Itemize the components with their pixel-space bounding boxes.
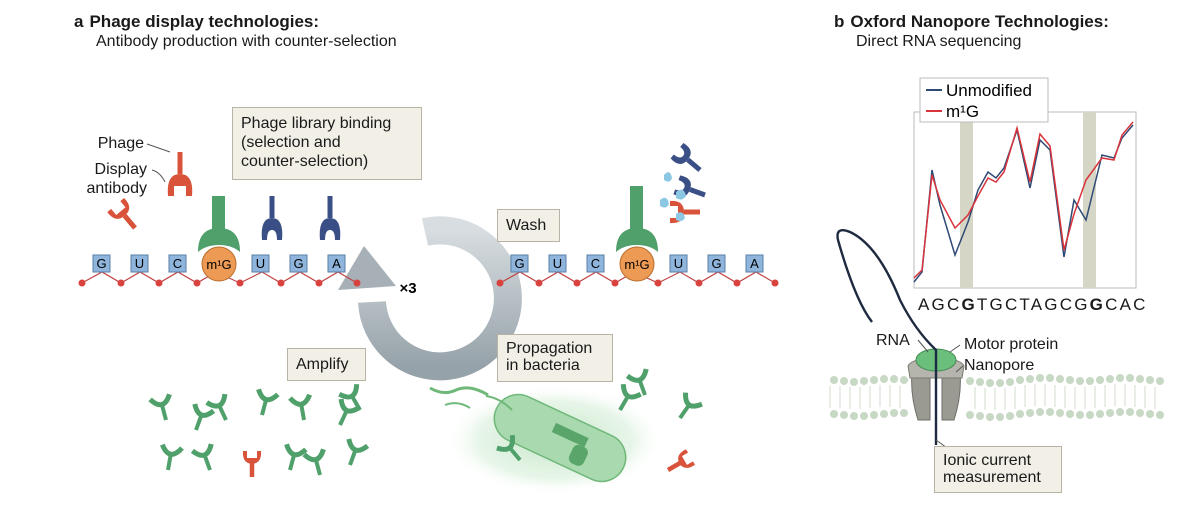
library-binding-line-3: counter-selection) xyxy=(241,153,369,170)
red-antibody-tilted xyxy=(107,197,137,230)
base-left-7: A xyxy=(332,256,341,271)
amplify-text: Amplify xyxy=(296,356,349,373)
base-right-1: G xyxy=(514,256,524,271)
propagation-line-1: Propagation xyxy=(506,340,593,357)
wash-text: Wash xyxy=(506,217,547,234)
navy-antibody-2 xyxy=(319,196,341,240)
sequence-base: G xyxy=(1089,295,1106,314)
step-propagation: Propagation in bacteria xyxy=(497,334,613,382)
label-rna-text: RNA xyxy=(876,332,910,349)
base-right-7: A xyxy=(750,256,759,271)
label-motor-protein: Motor protein xyxy=(964,335,1058,354)
chart-legend xyxy=(919,77,1049,123)
label-display-text: Display xyxy=(94,161,147,178)
navy-antibody-1 xyxy=(261,196,283,240)
base-right-mod: m¹G xyxy=(624,257,649,272)
label-motor-text: Motor protein xyxy=(964,336,1059,353)
panel-a-heading: a Phage display technologies: Antibody pr… xyxy=(74,12,397,52)
nanopore-leader xyxy=(955,365,964,373)
sequence-text: AGCGTGCTAGCGGCAC xyxy=(918,295,1148,314)
cycle-count: ×3 xyxy=(399,280,416,297)
label-phage-text: Phage xyxy=(97,135,144,152)
sequence-base: A xyxy=(918,295,932,314)
lipid-membrane xyxy=(826,372,1172,421)
step-library-binding: Phage library binding (selection and cou… xyxy=(232,107,422,180)
bound-antibody-left xyxy=(198,196,240,252)
sequence-base: C xyxy=(1105,295,1120,314)
propagation-line-2: in bacteria xyxy=(506,357,580,374)
ionic-current-box: Ionic current measurement xyxy=(934,446,1062,493)
library-binding-line-2: (selection and xyxy=(241,134,341,151)
current-trace-chart: Unmodified m¹G xyxy=(913,77,1137,289)
sequence-base: A xyxy=(1030,295,1045,314)
base-right-2: U xyxy=(553,256,562,271)
base-left-6: G xyxy=(293,256,303,271)
panel-b-letter: b xyxy=(834,12,845,31)
label-display-antibody: Display antibody xyxy=(50,160,148,198)
cycle-arrow xyxy=(338,216,522,381)
bacterium xyxy=(429,369,702,495)
panel-a-subtitle: Antibody production with counter-selecti… xyxy=(96,33,397,50)
rna-leader xyxy=(917,339,929,353)
sequence-base: C xyxy=(1004,295,1020,314)
rna-bases-left: G U C m¹G U G A xyxy=(92,246,346,282)
sequence-base: G xyxy=(961,295,977,314)
water-splash-icon xyxy=(660,172,686,222)
sequence-base: C xyxy=(1059,295,1075,314)
sequence-base: A xyxy=(1119,295,1134,314)
ionic-line-2: measurement xyxy=(943,469,1041,486)
base-left-1: G xyxy=(96,256,106,271)
legend-label-unmodified: Unmodified xyxy=(946,81,1032,100)
display-antibody-icon xyxy=(167,152,193,196)
sequence-base: T xyxy=(1019,295,1031,314)
label-nanopore-text: Nanopore xyxy=(964,357,1035,374)
base-left-mod: m¹G xyxy=(206,257,231,272)
phage-leader-line xyxy=(146,143,171,153)
label-nanopore: Nanopore xyxy=(964,356,1034,375)
base-left-2: U xyxy=(135,256,144,271)
amplified-antibodies xyxy=(150,384,369,477)
washed-antibodies xyxy=(670,143,706,224)
panel-b-title: Oxford Nanopore Technologies: xyxy=(850,12,1109,31)
highlight-band-1 xyxy=(960,112,973,288)
panel-b-subtitle: Direct RNA sequencing xyxy=(856,33,1022,50)
library-binding-line-1: Phage library binding xyxy=(241,115,392,132)
step-amplify: Amplify xyxy=(287,348,366,381)
bound-antibody-right xyxy=(616,186,658,252)
sequence-base: G xyxy=(931,295,947,314)
sequence-axis: AGCGTGCTAGCGGCAC xyxy=(918,295,1148,315)
base-right-6: G xyxy=(711,256,721,271)
base-right-5: U xyxy=(674,256,683,271)
base-right-3: C xyxy=(591,256,600,271)
highlight-band-2 xyxy=(1083,112,1096,288)
motor-leader xyxy=(949,344,961,353)
sequence-base: G xyxy=(1044,295,1060,314)
base-left-3: C xyxy=(173,256,182,271)
panel-a-letter: a xyxy=(74,12,84,31)
sequence-base: T xyxy=(976,295,990,314)
ionic-line-1: Ionic current xyxy=(943,452,1032,469)
base-left-5: U xyxy=(256,256,265,271)
legend-label-m1g: m¹G xyxy=(946,102,979,121)
step-wash: Wash xyxy=(497,209,560,242)
rna-strand-nanopore xyxy=(836,229,938,445)
sequence-base: C xyxy=(946,295,962,314)
panel-b-heading: b Oxford Nanopore Technologies: Direct RN… xyxy=(834,12,1109,52)
sequence-base: C xyxy=(1133,295,1148,314)
label-phage: Phage xyxy=(60,134,144,153)
rna-bases-right: G U C m¹G U G A xyxy=(510,246,764,282)
sequence-base: G xyxy=(989,295,1005,314)
sequence-base: G xyxy=(1074,295,1090,314)
label-antibody-text: antibody xyxy=(86,180,148,197)
label-rna: RNA xyxy=(876,331,910,350)
series-m1g xyxy=(913,121,1134,279)
display-leader-line xyxy=(151,169,166,183)
panel-a-title: Phage display technologies: xyxy=(89,12,320,31)
